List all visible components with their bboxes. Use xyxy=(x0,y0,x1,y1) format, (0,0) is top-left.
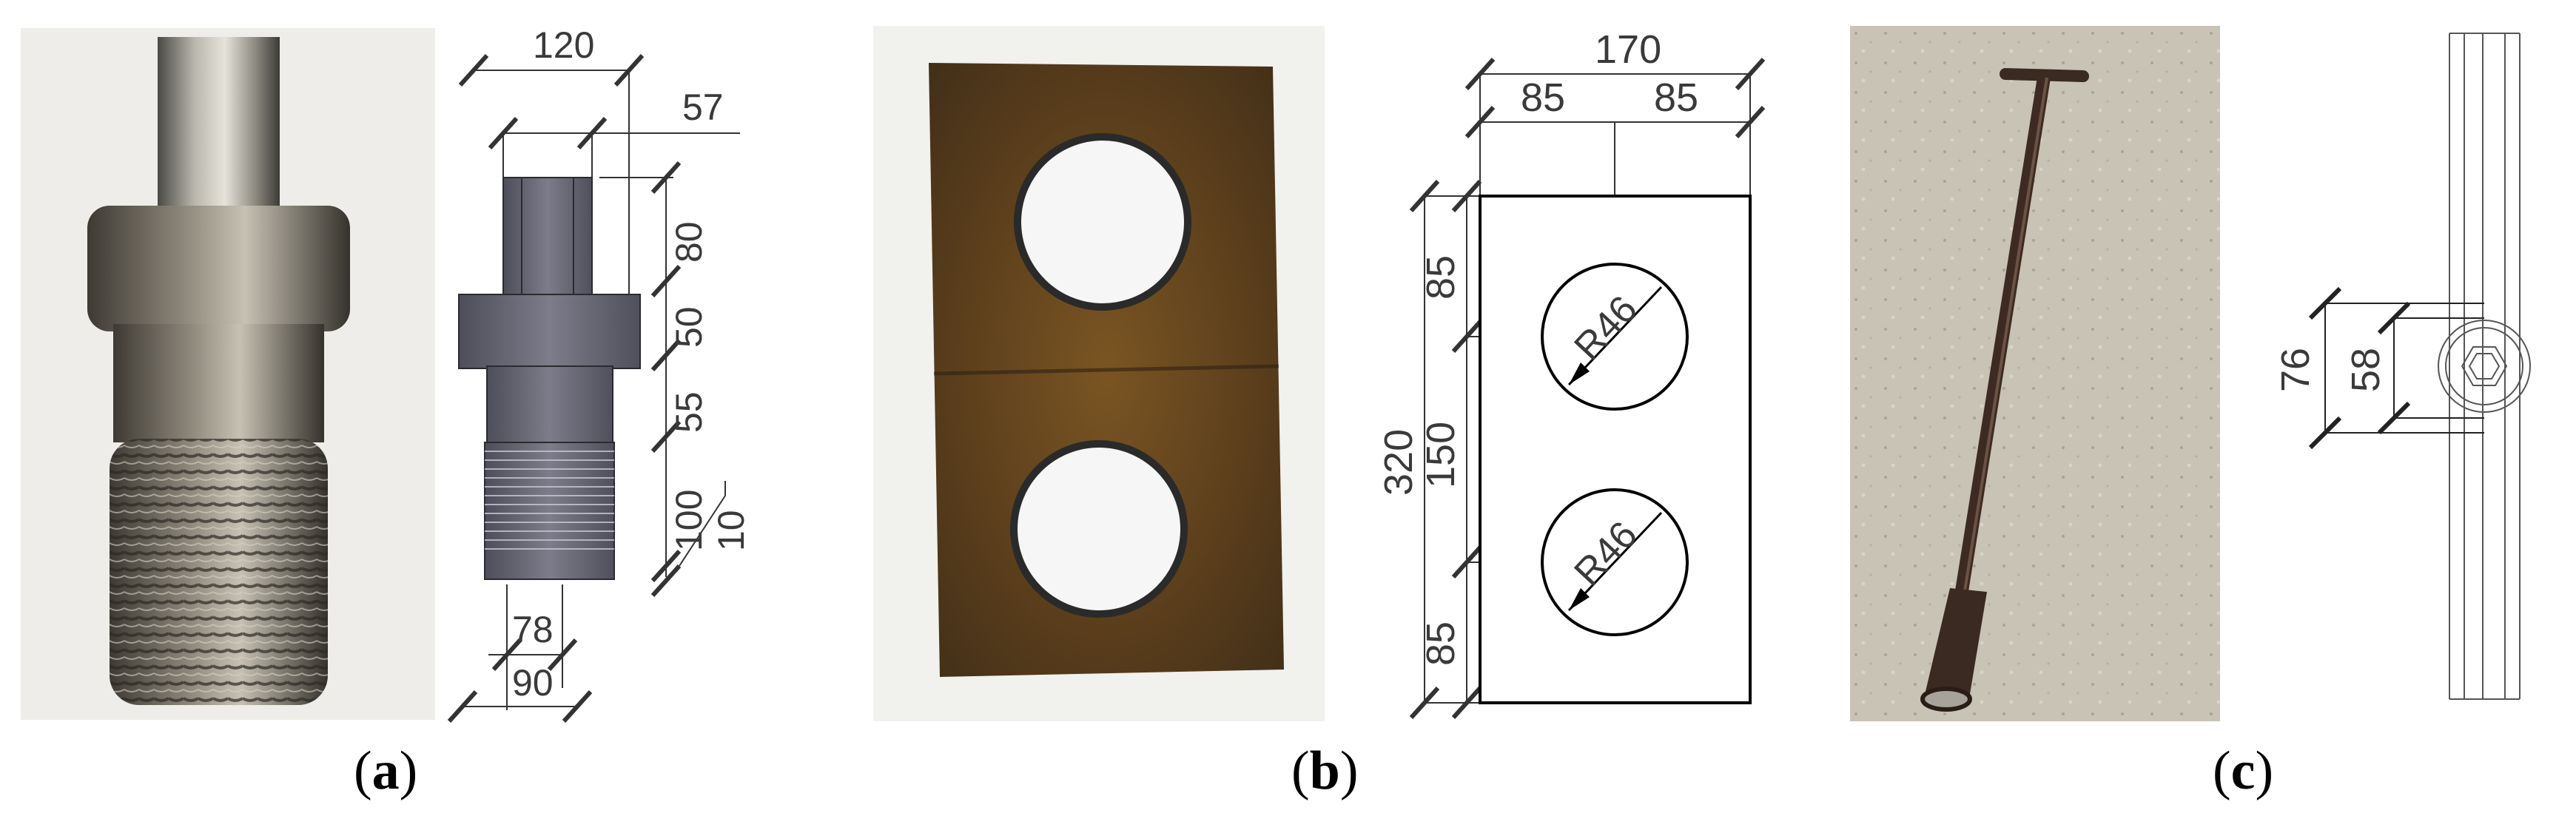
dim-b-half-left: 85 xyxy=(1521,75,1565,120)
dim-b-overall-width: 170 xyxy=(1595,27,1661,72)
bolt-drawing: 120 57 80 50 55 100 10 78 90 xyxy=(447,24,752,724)
dim-b-half-right: 85 xyxy=(1654,75,1698,120)
dim-a-top-inner: 57 xyxy=(682,87,724,128)
dim-a-bottom-inner: 78 xyxy=(512,609,554,650)
dim-b-hole-top: R46 xyxy=(1566,288,1645,368)
dim-a-h4: 100 xyxy=(668,490,710,551)
panel-b: 170 85 85 320 85 150 85 R46 R46 (b) xyxy=(858,0,1791,816)
dim-b-seg-bot: 85 xyxy=(1419,621,1463,666)
wrench-drawing: 76 58 xyxy=(2273,33,2531,700)
dim-b-overall-height: 320 xyxy=(1376,429,1421,496)
panel-c: 76 58 (c) xyxy=(1835,0,2576,816)
dim-a-h1: 80 xyxy=(668,221,710,263)
caption-a: (a) xyxy=(354,741,418,801)
dim-a-bottom-width: 90 xyxy=(512,662,554,704)
dim-c-inner: 58 xyxy=(2344,348,2388,392)
wrench-photo xyxy=(1850,26,2220,721)
caption-b: (b) xyxy=(1291,741,1359,801)
plate-drawing: 170 85 85 320 85 150 85 R46 R46 xyxy=(1376,27,1766,720)
dim-a-h5: 10 xyxy=(710,510,752,551)
dim-b-hole-bot: R46 xyxy=(1566,513,1645,594)
dim-c-outer: 76 xyxy=(2273,348,2318,392)
dim-a-h3: 55 xyxy=(668,391,710,433)
dim-a-top-width: 120 xyxy=(533,24,594,66)
bolt-photo xyxy=(21,28,435,720)
plate-photo xyxy=(873,26,1325,721)
dim-a-h2: 50 xyxy=(668,306,710,348)
dim-b-seg-top: 85 xyxy=(1419,255,1463,300)
dim-b-seg-mid: 150 xyxy=(1419,422,1463,488)
panel-a: 120 57 80 50 55 100 10 78 90 (a) xyxy=(0,0,752,816)
caption-c: (c) xyxy=(2213,741,2274,801)
